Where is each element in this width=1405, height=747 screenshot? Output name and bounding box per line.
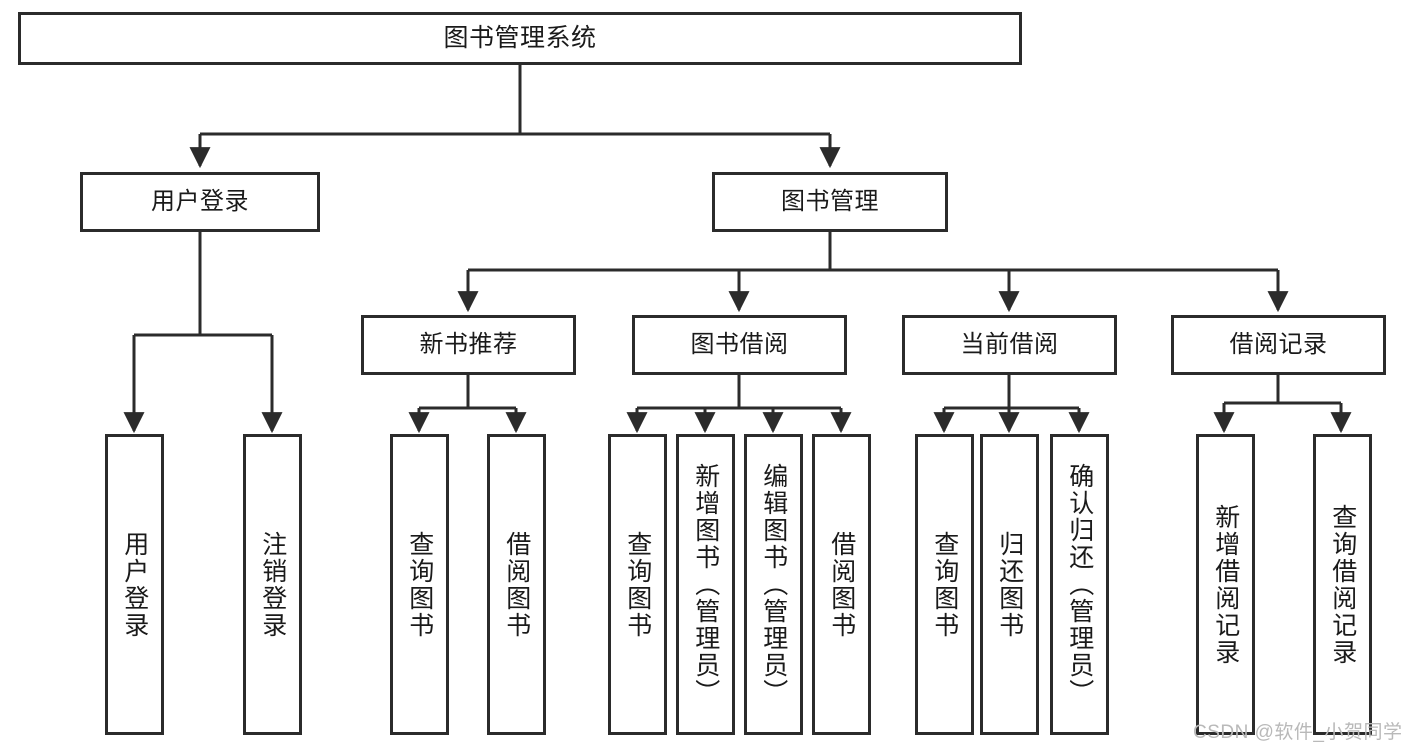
leaf-query-book-3[interactable]: 查询图书: [915, 434, 974, 735]
leaf-query-borrow-record[interactable]: 查询借阅记录: [1313, 434, 1372, 735]
node-book-manage[interactable]: 图书管理: [712, 172, 948, 232]
leaf-add-book-label: 新增图书（管理员）: [691, 463, 720, 706]
node-new-book-recommend-label: 新书推荐: [419, 331, 518, 359]
leaf-query-book-2[interactable]: 查询图书: [608, 434, 667, 735]
leaf-user-logout-label: 注销登录: [258, 530, 287, 639]
leaf-query-book-3-label: 查询图书: [930, 530, 959, 639]
leaf-query-book-2-label: 查询图书: [623, 530, 652, 639]
node-book-manage-label: 图书管理: [781, 188, 879, 216]
leaf-borrow-book-1-label: 借阅图书: [502, 530, 531, 639]
leaf-query-book-1[interactable]: 查询图书: [390, 434, 449, 735]
node-root-label: 图书管理系统: [443, 24, 597, 52]
leaf-borrow-book-2[interactable]: 借阅图书: [812, 434, 871, 735]
leaf-query-borrow-record-label: 查询借阅记录: [1328, 503, 1357, 666]
leaf-edit-book-label: 编辑图书（管理员）: [759, 463, 788, 706]
leaf-add-borrow-record[interactable]: 新增借阅记录: [1196, 434, 1255, 735]
node-user-login[interactable]: 用户登录: [80, 172, 320, 232]
node-current-borrow-label: 当前借阅: [960, 331, 1059, 359]
node-borrow-record-label: 借阅记录: [1229, 331, 1328, 359]
leaf-borrow-book-2-label: 借阅图书: [827, 530, 856, 639]
leaf-return-book[interactable]: 归还图书: [980, 434, 1039, 735]
leaf-return-book-label: 归还图书: [995, 530, 1024, 639]
node-root[interactable]: 图书管理系统: [18, 12, 1022, 65]
node-book-borrow-label: 图书借阅: [690, 331, 789, 359]
node-new-book-recommend[interactable]: 新书推荐: [361, 315, 576, 375]
leaf-confirm-return-label: 确认归还（管理员）: [1065, 463, 1094, 706]
leaf-user-logout[interactable]: 注销登录: [243, 434, 302, 735]
node-book-borrow[interactable]: 图书借阅: [632, 315, 847, 375]
leaf-confirm-return[interactable]: 确认归还（管理员）: [1050, 434, 1109, 735]
node-current-borrow[interactable]: 当前借阅: [902, 315, 1117, 375]
leaf-add-borrow-record-label: 新增借阅记录: [1211, 503, 1240, 666]
leaf-user-login-label: 用户登录: [120, 530, 149, 639]
leaf-add-book[interactable]: 新增图书（管理员）: [676, 434, 735, 735]
node-user-login-label: 用户登录: [151, 188, 249, 216]
leaf-edit-book[interactable]: 编辑图书（管理员）: [744, 434, 803, 735]
node-borrow-record[interactable]: 借阅记录: [1171, 315, 1386, 375]
leaf-borrow-book-1[interactable]: 借阅图书: [487, 434, 546, 735]
leaf-user-login[interactable]: 用户登录: [105, 434, 164, 735]
leaf-query-book-1-label: 查询图书: [405, 530, 434, 639]
